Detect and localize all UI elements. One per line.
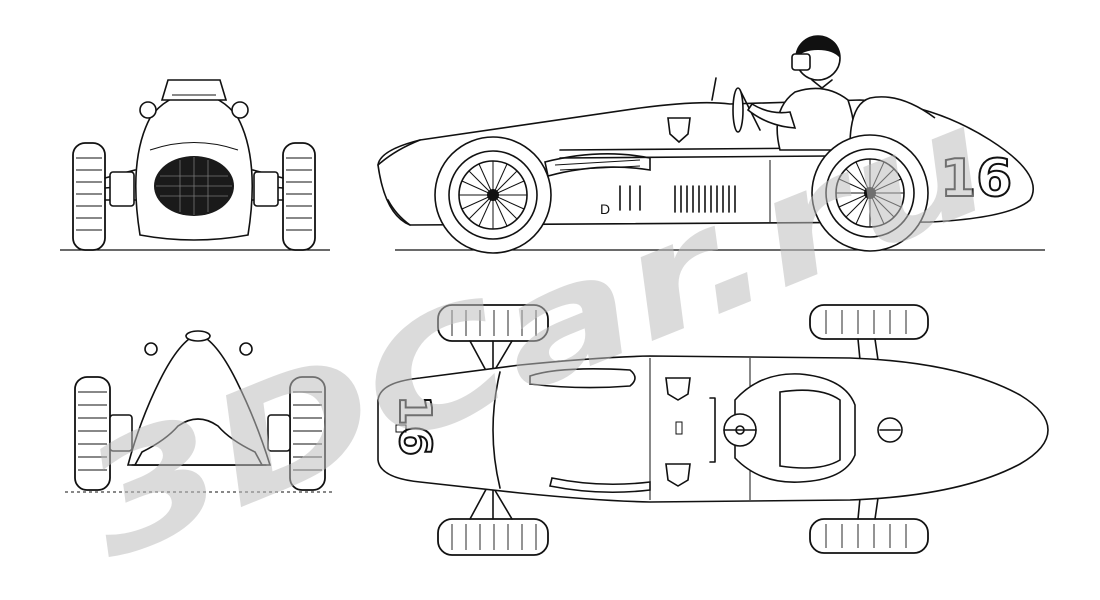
top-race-number: 16 (389, 395, 440, 456)
exhaust-pipe (544, 153, 651, 177)
front-left-tyre (72, 142, 106, 251)
visor (791, 53, 811, 71)
front-view (60, 79, 330, 251)
side-race-number: 16 (940, 149, 1012, 209)
windscreen (160, 79, 228, 101)
side-rear-wheel (811, 134, 929, 252)
top-view: 16 (377, 304, 1049, 556)
top-rear-right-tyre (809, 518, 929, 554)
prancing-horse-badge (667, 117, 691, 144)
top-body (377, 355, 1049, 503)
front-right-tyre (282, 142, 316, 251)
top-front-right-tyre (437, 518, 549, 556)
side-front-wheel (434, 136, 552, 254)
side-louvres (619, 185, 736, 213)
seat (779, 389, 841, 469)
side-panel-letter: D (600, 201, 610, 217)
driver-figure (746, 35, 856, 151)
rear-view (65, 330, 335, 493)
side-view: D (377, 35, 1045, 254)
top-rear-left-tyre (809, 304, 929, 340)
